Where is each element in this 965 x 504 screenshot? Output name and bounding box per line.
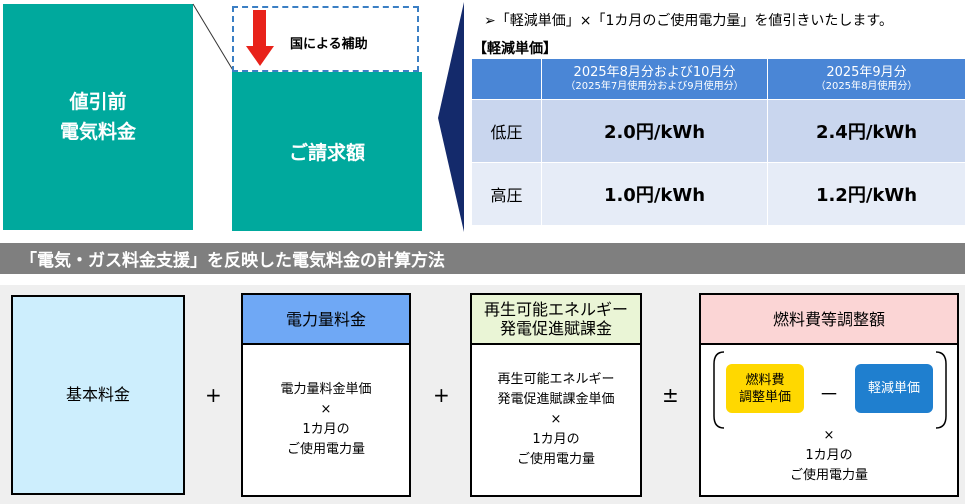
- col-header-sep: 2025年9月分 （2025年8月使用分）: [767, 58, 965, 100]
- calculation-method-banner: 「電気・ガス料金支援」を反映した電気料金の計算方法: [0, 243, 965, 274]
- banner-title: 「電気・ガス料金支援」を反映した電気料金の計算方法: [20, 251, 445, 271]
- fuel-adjust-unit-pill: 燃料費 調整単価: [726, 364, 804, 413]
- base-charge-box: 基本料金: [11, 295, 185, 495]
- connector-line: [192, 3, 235, 73]
- renewable-surcharge-box: 再生可能エネルギー 発電促進賦課金 再生可能エネルギー 発電促進賦課金単価 × …: [470, 293, 642, 497]
- fuel-adjustment-title: 燃料費等調整額: [772, 309, 885, 329]
- usage-line2: ご使用電力量: [286, 442, 365, 457]
- base-charge-label: 基本料金: [65, 385, 130, 404]
- table-corner: [471, 58, 542, 100]
- plus-operator-2: +: [433, 383, 450, 407]
- row-label-low-voltage: 低圧: [471, 99, 542, 163]
- reduction-unit-label: 軽減単価: [867, 381, 920, 396]
- times-sign: ×: [550, 412, 562, 427]
- plus-operator: +: [205, 383, 222, 407]
- fuel-pill-line1: 燃料費: [745, 372, 785, 388]
- usage-line2: ご使用電力量: [516, 452, 595, 467]
- energy-charge-box: 電力量料金 電力量料金単価 × 1カ月の ご使用電力量: [241, 293, 411, 497]
- discount-note: ➢「軽減単価」×「1カ月のご使用電力量」を値引きいたします。: [484, 13, 893, 29]
- times-sign: ×: [320, 402, 332, 417]
- renewable-unit-line2: 発電促進賦課金単価: [497, 392, 615, 407]
- table-row: 高圧 1.0円/kWh 1.2円/kWh: [471, 162, 965, 226]
- billed-amount-block: ご請求額: [232, 72, 422, 231]
- fuel-usage-text: × 1カ月の ご使用電力量: [701, 426, 957, 486]
- minus-operator: －: [819, 382, 839, 406]
- usage-line1: 1カ月の: [805, 448, 853, 463]
- pre-discount-price-block: 値引前 電気料金: [3, 4, 193, 230]
- pre-price-line2: 電気料金: [59, 121, 136, 143]
- subsidy-box: [232, 6, 419, 72]
- energy-unit-price: 電力量料金単価: [280, 382, 372, 397]
- rate-low-sep: 2.4円/kWh: [767, 99, 965, 163]
- usage-line1: 1カ月の: [532, 432, 580, 447]
- down-arrow-head-icon: [246, 46, 274, 66]
- down-arrow-icon: [253, 10, 266, 48]
- table-row: 低圧 2.0円/kWh 2.4円/kWh: [471, 99, 965, 163]
- plus-minus-operator: ±: [662, 383, 679, 407]
- rate-table: 2025年8月分および10月分 （2025年7月使用分および9月使用分） 202…: [471, 58, 965, 226]
- row-label-high-voltage: 高圧: [471, 162, 542, 226]
- fuel-pill-line2: 調整単価: [738, 389, 791, 405]
- times-sign: ×: [823, 428, 835, 443]
- renewable-title-line1: 再生可能エネルギー: [483, 300, 628, 319]
- rate-high-aug-oct: 1.0円/kWh: [541, 162, 768, 226]
- bracket-shape: [713, 351, 947, 429]
- col-header-aug-oct: 2025年8月分および10月分 （2025年7月使用分および9月使用分）: [541, 58, 768, 100]
- billed-amount-label: ご請求額: [288, 142, 365, 164]
- pointer-triangle-icon: [438, 2, 464, 232]
- rate-table-label: 【軽減単価】: [473, 41, 557, 57]
- renewable-unit-line1: 再生可能エネルギー: [497, 372, 615, 387]
- usage-line2: ご使用電力量: [789, 468, 868, 483]
- subsidy-label: 国による補助: [290, 37, 368, 52]
- rate-low-aug-oct: 2.0円/kWh: [541, 99, 768, 163]
- reduction-unit-pill: 軽減単価: [855, 364, 933, 413]
- pre-price-line1: 値引前: [69, 91, 127, 113]
- rate-high-sep: 1.2円/kWh: [767, 162, 965, 226]
- renewable-title-line2: 発電促進賦課金: [499, 319, 612, 338]
- energy-charge-title: 電力量料金: [285, 309, 366, 329]
- usage-line1: 1カ月の: [302, 422, 350, 437]
